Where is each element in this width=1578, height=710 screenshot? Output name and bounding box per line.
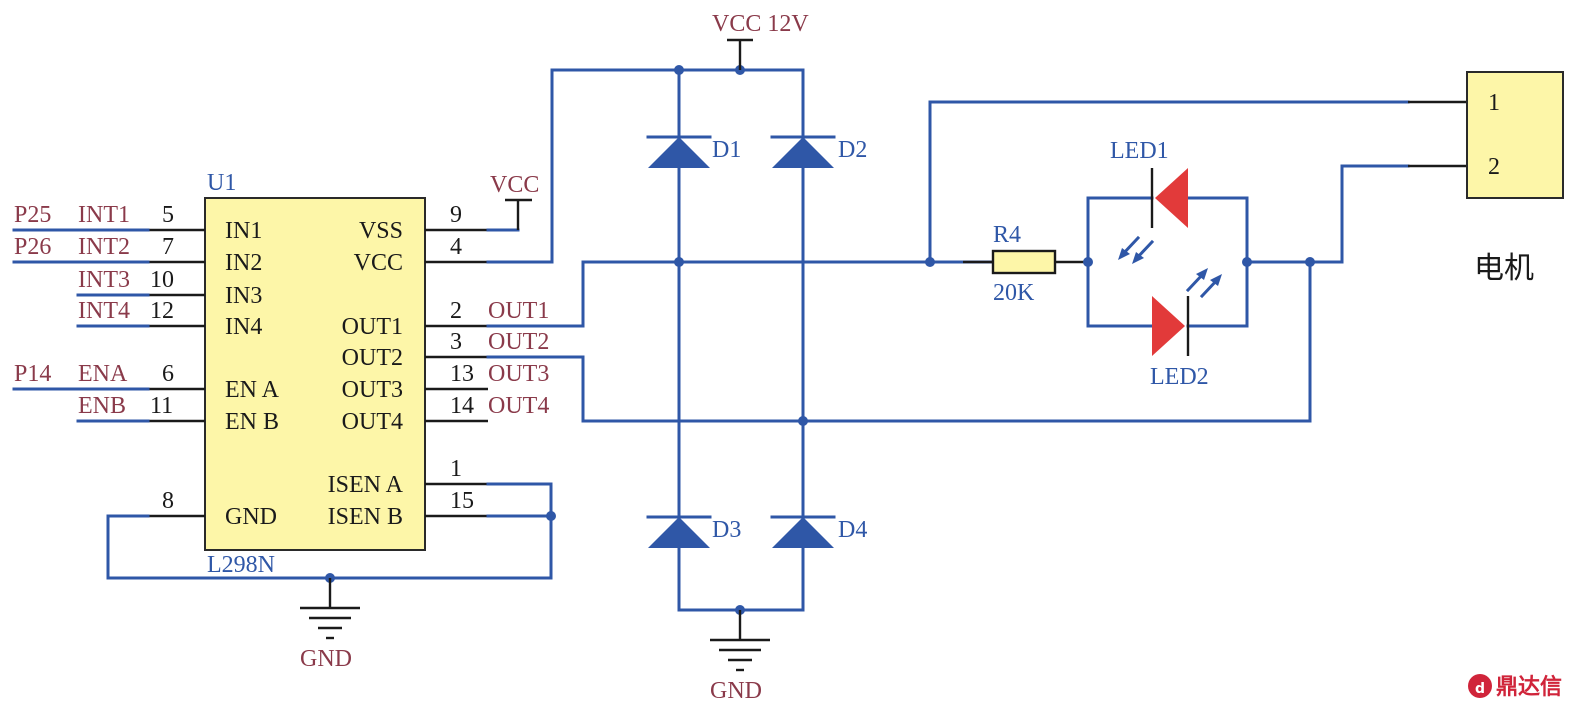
- watermark-text: 鼎达信: [1496, 674, 1562, 700]
- resistor-r4[interactable]: [991, 249, 1057, 275]
- wire-motor-pin2: [1308, 164, 1410, 264]
- led-label: LED2: [1150, 364, 1209, 390]
- ic-part-name: L298N: [207, 552, 275, 578]
- gnd-label: GND: [300, 646, 352, 672]
- pin-number: 1: [450, 456, 462, 482]
- net-label: OUT2: [488, 329, 549, 355]
- vcc-logic-label: VCC: [490, 172, 539, 198]
- ic-pin-name: IN1: [225, 218, 262, 244]
- gnd-label: GND: [710, 678, 762, 704]
- pin-number: 12: [150, 298, 174, 324]
- pin-number: 5: [162, 202, 174, 228]
- pin-number: 14: [450, 393, 474, 419]
- ic-pin-name: ISEN A: [328, 472, 404, 498]
- resistor-value: 20K: [993, 280, 1035, 306]
- net-label: INT4: [78, 298, 130, 324]
- net-label: INT3: [78, 267, 130, 293]
- ic-pin-name: OUT2: [342, 345, 403, 371]
- ic-pin-name: GND: [225, 504, 277, 530]
- port-label: P26: [14, 234, 51, 260]
- pin-number: 10: [150, 267, 174, 293]
- port-label: P14: [14, 361, 51, 387]
- pin-number: 2: [450, 298, 462, 324]
- led-label: LED1: [1110, 138, 1169, 164]
- port-label: P25: [14, 202, 51, 228]
- ic-l298n-body[interactable]: [204, 197, 426, 551]
- watermark: d 鼎达信: [1468, 674, 1562, 700]
- ic-pin-name: OUT1: [342, 314, 403, 340]
- resistor-name: R4: [993, 222, 1021, 248]
- diode-label: D3: [712, 517, 741, 543]
- ic-designator: U1: [207, 170, 236, 196]
- ic-pin-name: OUT3: [342, 377, 403, 403]
- diode-label: D1: [712, 137, 741, 163]
- wire-vcc-12v-rail: [486, 68, 805, 264]
- net-label: ENB: [78, 393, 126, 419]
- ic-pin-name: ISEN B: [328, 504, 403, 530]
- diode-d4[interactable]: [770, 515, 836, 548]
- pin-number: 15: [450, 488, 474, 514]
- pin-number: 9: [450, 202, 462, 228]
- ic-pin-name: IN3: [225, 283, 262, 309]
- ground-symbol: [710, 610, 770, 672]
- pin-number: 3: [450, 329, 462, 355]
- vcc-12v-label: VCC 12V: [712, 11, 809, 37]
- diode-label: D2: [838, 137, 867, 163]
- pin-number: 11: [150, 393, 173, 419]
- pin-number: 4: [450, 234, 462, 260]
- ground-symbol: [300, 578, 360, 640]
- ic-pin-name: OUT4: [342, 409, 403, 435]
- net-label: INT2: [78, 234, 130, 260]
- connector-pin-number: 2: [1488, 154, 1500, 180]
- net-label: ENA: [78, 361, 128, 387]
- pin-number: 7: [162, 234, 174, 260]
- svg-text:d: d: [1475, 681, 1485, 697]
- net-label: OUT4: [488, 393, 549, 419]
- ic-pin-name: VCC: [354, 250, 403, 276]
- wire-out1: [486, 260, 995, 328]
- ic-pin-name: VSS: [359, 218, 403, 244]
- diode-d1[interactable]: [646, 135, 712, 168]
- net-label: INT1: [78, 202, 130, 228]
- pin-number: 13: [450, 361, 474, 387]
- wire-out2: [486, 260, 1312, 423]
- motor-connector[interactable]: [1466, 71, 1564, 199]
- motor-label: 电机: [1474, 251, 1534, 286]
- connector-pin-number: 1: [1488, 90, 1500, 116]
- net-label: OUT1: [488, 298, 549, 324]
- led-led2[interactable]: [1152, 268, 1222, 356]
- diode-d2[interactable]: [770, 135, 836, 168]
- diode-label: D4: [838, 517, 867, 543]
- ic-pin-name: IN2: [225, 250, 262, 276]
- ic-pin-name: IN4: [225, 314, 262, 340]
- pin-number: 6: [162, 361, 174, 387]
- diode-d3[interactable]: [646, 515, 712, 548]
- ic-pin-name: EN B: [225, 409, 279, 435]
- wire-motor-pin1: [928, 100, 1410, 264]
- net-label: OUT3: [488, 361, 549, 387]
- led-led1[interactable]: [1118, 168, 1188, 264]
- pin-number: 8: [162, 488, 174, 514]
- ic-pin-name: EN A: [225, 377, 280, 403]
